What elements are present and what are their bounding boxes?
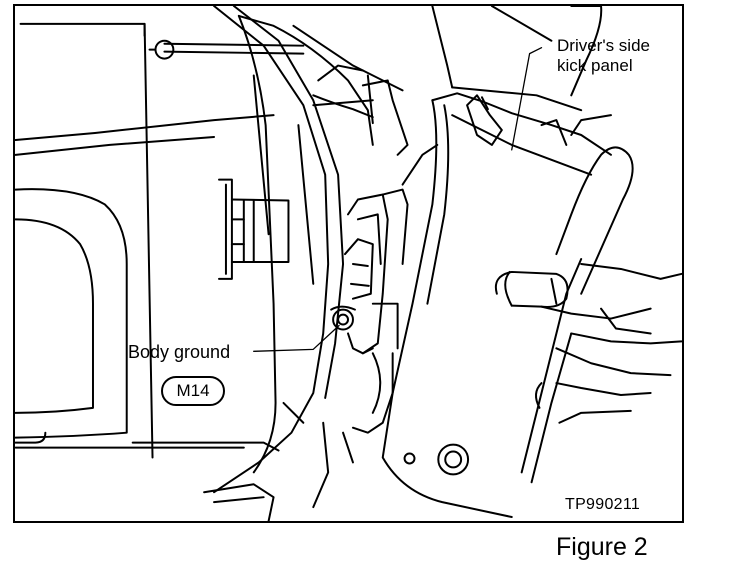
hand-illustration <box>494 6 682 484</box>
dash-trim <box>237 6 553 156</box>
hood-release-rod <box>148 39 305 60</box>
body-ground-bolt <box>330 305 356 331</box>
a-pillar-trim <box>213 6 345 494</box>
leader-lines <box>253 47 543 352</box>
connector-housing <box>218 178 290 280</box>
kick-panel-callout: Driver's side kick panel <box>557 36 650 76</box>
vehicle-interior-drawing <box>15 6 682 521</box>
figure-code: TP990211 <box>565 496 641 513</box>
kick-panel <box>381 86 612 519</box>
floor-lines <box>203 401 354 521</box>
wiring-bracket <box>344 143 439 434</box>
kick-panel-label-line2: kick panel <box>557 56 633 75</box>
figure-caption: Figure 2 <box>556 533 648 561</box>
body-ground-callout: Body ground <box>128 342 231 362</box>
door-panel <box>15 22 280 459</box>
kick-panel-label-line1: Driver's side <box>557 36 650 55</box>
panel-clip-holes <box>403 443 470 476</box>
figure-frame: Driver's side kick panel Body ground M14… <box>13 4 684 523</box>
connector-id-badge: M14 <box>161 376 225 406</box>
